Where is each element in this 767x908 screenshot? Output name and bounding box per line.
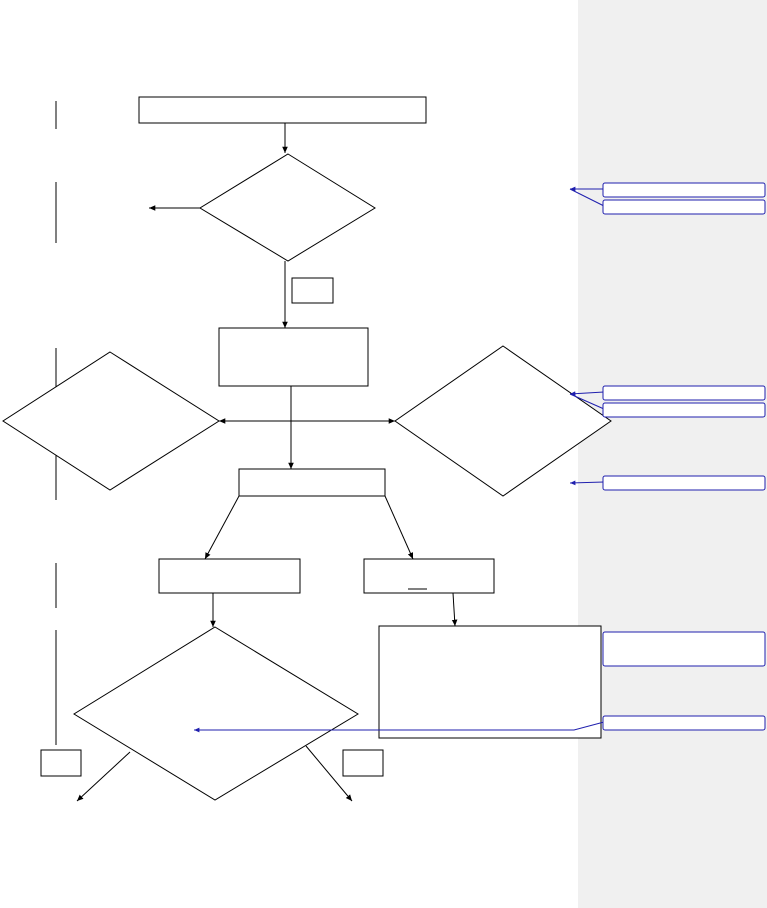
outcome-label-right-box (342, 749, 384, 777)
decision-1 (199, 153, 376, 262)
comment-leader (194, 721, 605, 733)
connector-to-left-box (204, 495, 240, 560)
comment-balloons (602, 182, 766, 731)
start-box (138, 96, 427, 124)
left-box (158, 558, 301, 594)
outcome-label-left-box (40, 749, 82, 777)
comment-balloon[interactable] (602, 402, 766, 418)
right-box (363, 558, 495, 594)
branch-label-1-box (291, 277, 334, 304)
comment-leader (569, 393, 605, 410)
comment-leader (569, 188, 605, 207)
comment-balloon[interactable] (602, 475, 766, 491)
comment-balloon[interactable] (602, 199, 766, 215)
process-box-1 (218, 327, 369, 387)
connector-bottom-right-exit (305, 745, 353, 802)
comment-balloon[interactable] (602, 631, 766, 667)
comment-leader (569, 480, 605, 486)
comment-balloon[interactable] (602, 385, 766, 401)
connectors (76, 123, 458, 802)
decision-right (394, 345, 612, 497)
large-box (378, 625, 602, 739)
comment-leader (569, 391, 605, 397)
decision-left (2, 351, 220, 491)
comment-balloon[interactable] (602, 182, 766, 198)
shapes (2, 96, 612, 801)
process-box-2 (238, 468, 386, 497)
comment-leaders (194, 186, 605, 733)
decision-bottom (73, 626, 359, 801)
comment-balloon[interactable] (602, 715, 766, 731)
connector-bottom-left-exit (76, 751, 131, 802)
connector-right-box-to-large-box (451, 592, 458, 627)
comment-pane (578, 0, 767, 908)
connector-to-right-box (384, 495, 414, 560)
